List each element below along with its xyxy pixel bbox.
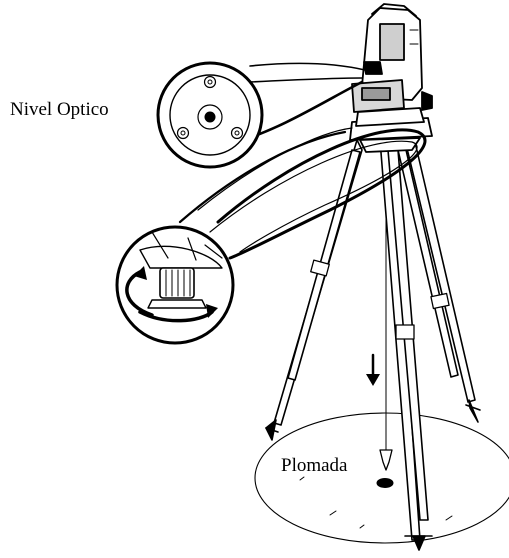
- footscrew-callout: [117, 227, 233, 343]
- plumb-label: Plomada: [281, 456, 348, 475]
- plumb-point-mark: [377, 479, 393, 488]
- ground-marks: [300, 477, 452, 528]
- ground-circle: [255, 413, 509, 543]
- down-arrow-icon: [366, 355, 380, 386]
- total-station: [352, 4, 432, 126]
- plumb-bob: [380, 450, 392, 470]
- optical-level-label: Nivel Optico: [10, 100, 109, 119]
- tripod-leg-left: [266, 140, 362, 440]
- optical-level-callout: [158, 63, 262, 167]
